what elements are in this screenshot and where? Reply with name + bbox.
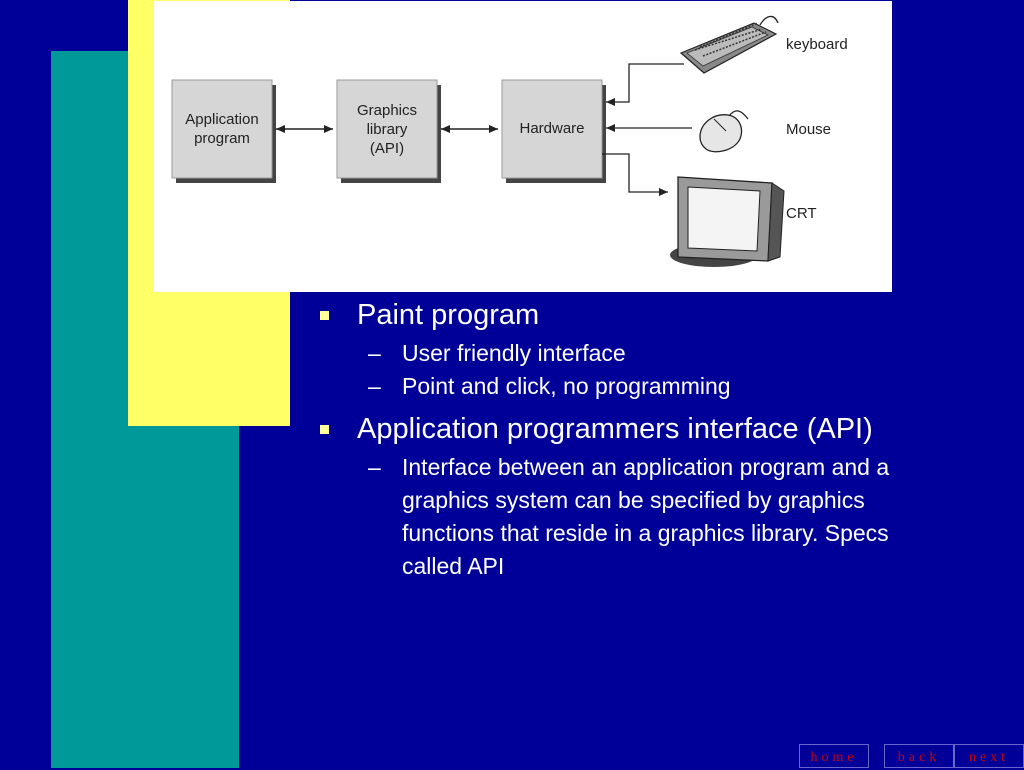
square-bullet-icon bbox=[320, 425, 329, 434]
square-bullet-icon bbox=[320, 311, 329, 320]
back-button[interactable]: back bbox=[884, 744, 954, 768]
sub-bullet: – Interface between an application progr… bbox=[318, 451, 912, 583]
sub-bullet: – User friendly interface bbox=[318, 337, 998, 370]
application-program-box bbox=[171, 79, 273, 179]
device-label-mouse: Mouse bbox=[786, 121, 832, 138]
bullet-text: Application programmers interface (API) bbox=[357, 413, 873, 445]
graphics-system-diagram: Application program Graphics library (AP… bbox=[154, 1, 892, 292]
graphics-library-box bbox=[336, 79, 438, 179]
slide-navigation: home back next bbox=[799, 744, 1024, 768]
dash-bullet: – bbox=[368, 454, 381, 480]
mouse-icon bbox=[699, 110, 749, 153]
back-next-group: back next bbox=[884, 744, 1024, 768]
next-button[interactable]: next bbox=[954, 744, 1024, 768]
sub-bullet-text: Interface between an application program… bbox=[402, 454, 890, 579]
crt-connector bbox=[602, 153, 668, 196]
box-label-application-program: Application program bbox=[185, 111, 259, 147]
sub-bullet-group: – Interface between an application progr… bbox=[318, 451, 998, 583]
device-label-keyboard: keyboard bbox=[786, 36, 848, 53]
home-button[interactable]: home bbox=[799, 744, 869, 768]
device-label-crt: CRT bbox=[786, 205, 817, 222]
keyboard-icon bbox=[679, 15, 779, 74]
sub-bullet-group: – User friendly interface – Point and cl… bbox=[318, 337, 998, 403]
diagram-svg bbox=[171, 15, 785, 267]
dash-bullet: – bbox=[368, 340, 381, 366]
dash-bullet: – bbox=[368, 373, 381, 399]
box-label-graphics-library: Graphics library (API) bbox=[356, 102, 418, 157]
bullet-text: Paint program bbox=[357, 299, 540, 331]
hardware-box bbox=[501, 79, 603, 179]
bullet-paint-program: Paint program bbox=[318, 297, 998, 333]
sub-bullet-text: User friendly interface bbox=[402, 340, 626, 366]
keyboard-connector bbox=[606, 63, 684, 106]
sub-bullet: – Point and click, no programming bbox=[318, 370, 998, 403]
box-label-hardware: Hardware bbox=[519, 120, 585, 137]
sub-bullet-text: Point and click, no programming bbox=[402, 373, 731, 399]
bullet-api: Application programmers interface (API) bbox=[318, 411, 998, 447]
slide-content: Paint program – User friendly interface … bbox=[318, 297, 998, 591]
crt-monitor-icon bbox=[670, 176, 785, 267]
